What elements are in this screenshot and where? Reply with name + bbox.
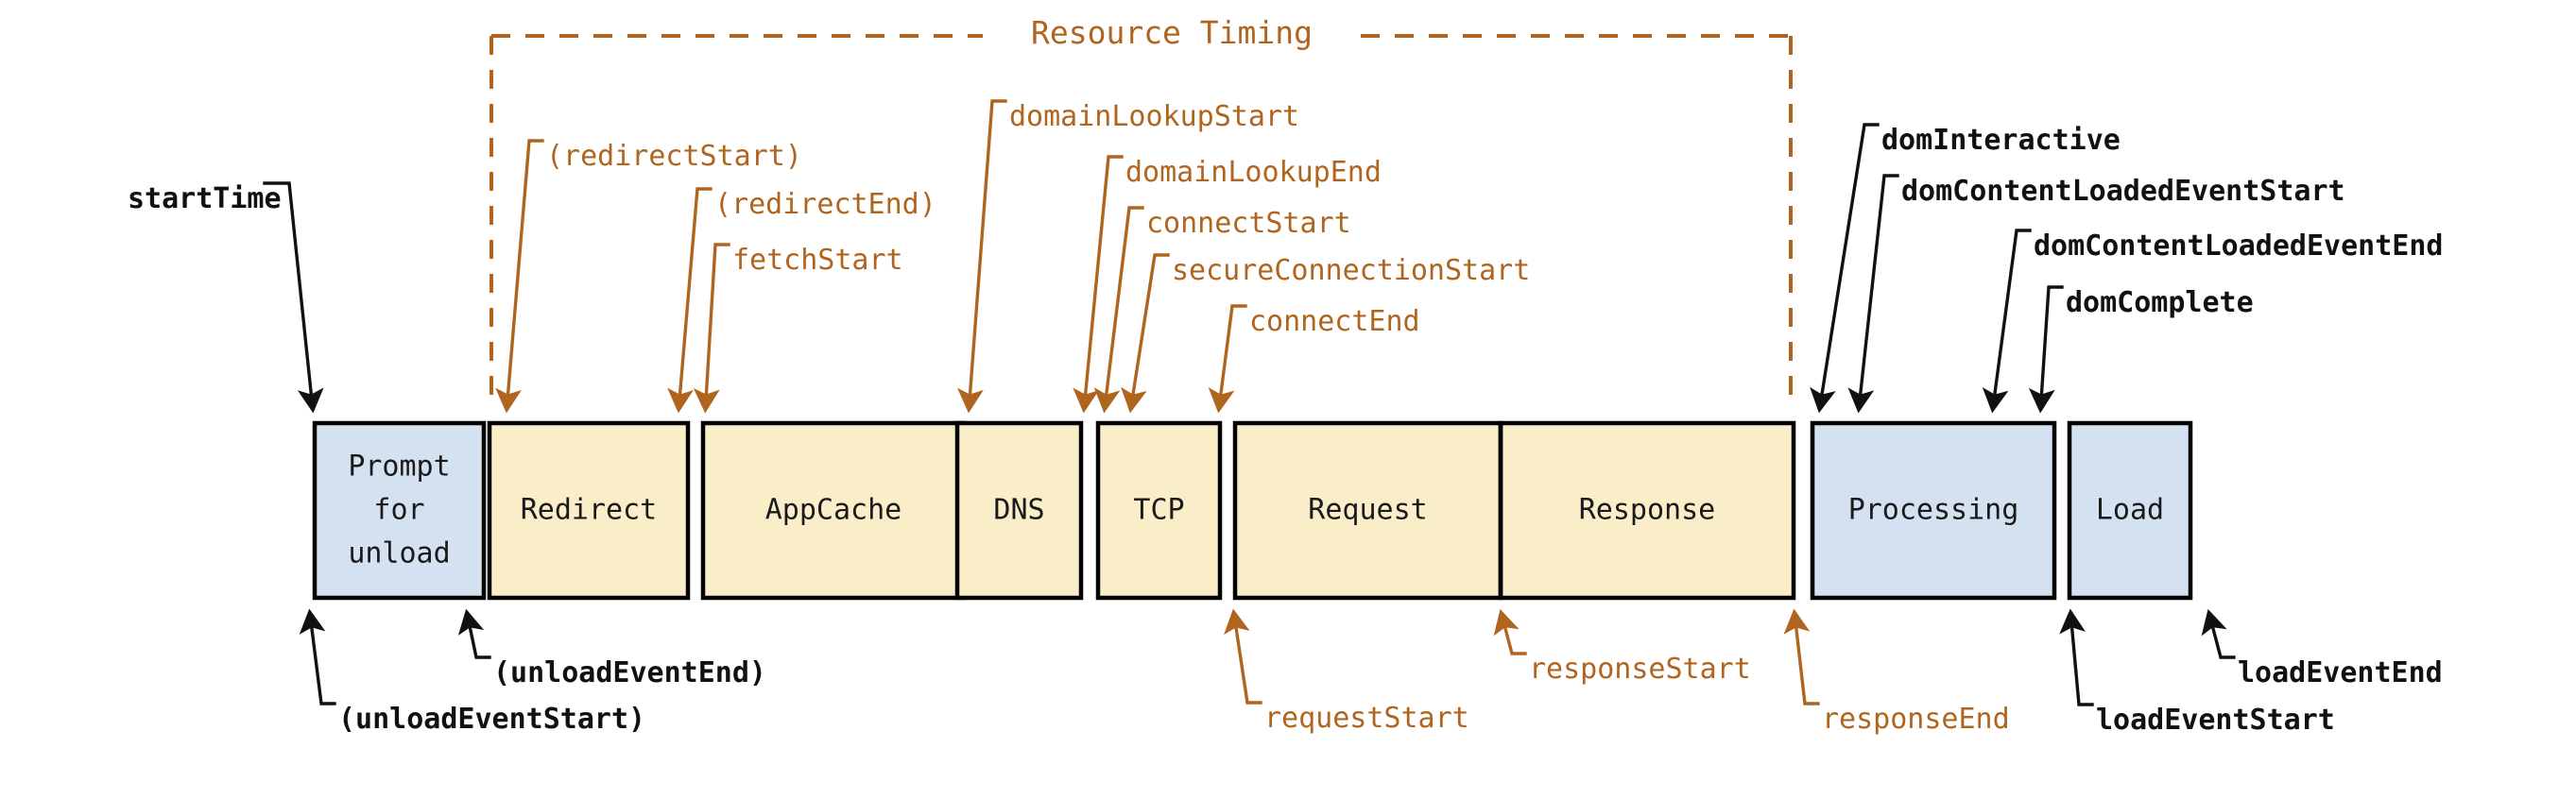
phase-label: Load: [2096, 493, 2164, 526]
event-label-loadEventStart: loadEventStart: [2096, 704, 2335, 737]
phase-box-appcache: AppCache: [700, 420, 967, 601]
leader-line-startTime: [263, 181, 324, 414]
leader-line-connectStart: [1093, 206, 1144, 414]
phase-rect: [2067, 420, 2193, 601]
phase-box-request: Request: [1232, 420, 1503, 601]
leader-line-unloadEventEnd: [457, 608, 491, 659]
leader-line-connectEnd: [1208, 304, 1247, 414]
event-label-startTime: startTime: [128, 182, 282, 215]
event-label-redirectStart: (redirectStart): [546, 140, 802, 173]
leader-line-loadEventStart: [2059, 608, 2094, 706]
phase-rect: [954, 420, 1084, 601]
event-label-unloadEventEnd: (unloadEventEnd): [493, 656, 766, 689]
leader-line-requestStart: [1224, 608, 1262, 705]
leader-line-domainLookupStart: [957, 99, 1007, 414]
event-label-domContentLoadedEventEnd: domContentLoadedEventEnd: [2034, 230, 2443, 263]
leader-line-responseStart: [1493, 608, 1527, 655]
phase-box-dns: DNS: [954, 420, 1084, 601]
leader-line-responseEnd: [1783, 608, 1820, 706]
phase-label: Redirect: [521, 493, 658, 526]
event-label-fetchStart: fetchStart: [732, 244, 903, 277]
leader-line-fetchStart: [693, 243, 730, 414]
leader-line-redirectStart: [495, 139, 544, 414]
event-label-connectStart: connectStart: [1146, 207, 1351, 240]
phase-box-response: Response: [1498, 420, 1796, 601]
phase-rect: [1095, 420, 1223, 601]
event-labels-group: (redirectStart) (redirectEnd) fetchStart do…: [128, 100, 2443, 737]
leader-line-loadEventEnd: [2201, 608, 2236, 659]
phase-label: DNS: [993, 493, 1044, 526]
leader-line-domInteractive: [1810, 123, 1880, 414]
phase-box-redirect: Redirect: [487, 420, 691, 601]
event-label-secureConnectionStart: secureConnectionStart: [1172, 254, 1530, 287]
resource-timing-region: [489, 34, 1793, 404]
event-leaders-group: [263, 99, 2236, 706]
phase-rect: [487, 420, 691, 601]
phase-label: AppCache: [765, 493, 902, 526]
phase-box-processing: Processing: [1810, 420, 2057, 601]
phase-rect: [1232, 420, 1503, 601]
event-label-responseEnd: responseEnd: [1822, 703, 2010, 736]
phase-rect: [1498, 420, 1796, 601]
event-label-loadEventEnd: loadEventEnd: [2238, 656, 2443, 689]
leader-line-secureConnectionStart: [1121, 253, 1170, 414]
event-label-domComplete: domComplete: [2066, 286, 2254, 319]
event-label-domContentLoadedEventStart: domContentLoadedEventStart: [1901, 175, 2345, 208]
phase-box-load: Load: [2067, 420, 2193, 601]
resource-timing-title-group: Resource Timing: [1031, 14, 1313, 51]
phase-label: Request: [1308, 493, 1427, 526]
event-label-redirectEnd: (redirectEnd): [714, 188, 936, 221]
event-label-domainLookupStart: domainLookupStart: [1009, 100, 1299, 133]
phase-label: Response: [1579, 493, 1716, 526]
leader-line-domContentLoadedEventEnd: [1982, 229, 2032, 414]
phase-box-tcp: TCP: [1095, 420, 1223, 601]
event-label-connectEnd: connectEnd: [1249, 305, 1420, 338]
phase-rect: [1810, 420, 2057, 601]
leader-line-redirectEnd: [667, 187, 713, 414]
leader-line-domainLookupEnd: [1073, 155, 1124, 414]
phase-rect: [312, 420, 487, 601]
leader-line-domContentLoadedEventStart: [1847, 174, 1899, 414]
resource-timing-title: Resource Timing: [1031, 14, 1313, 51]
leader-line-domComplete: [2028, 285, 2064, 414]
event-label-requestStart: requestStart: [1264, 702, 1469, 735]
event-label-responseStart: responseStart: [1529, 653, 1751, 686]
event-label-domainLookupEnd: domainLookupEnd: [1125, 156, 1382, 189]
phase-label: TCP: [1133, 493, 1184, 526]
event-label-domInteractive: domInteractive: [1881, 124, 2121, 157]
phase-label: Processing: [1848, 493, 2019, 526]
event-label-unloadEventStart: (unloadEventStart): [338, 703, 645, 736]
leader-line-unloadEventStart: [299, 608, 336, 706]
